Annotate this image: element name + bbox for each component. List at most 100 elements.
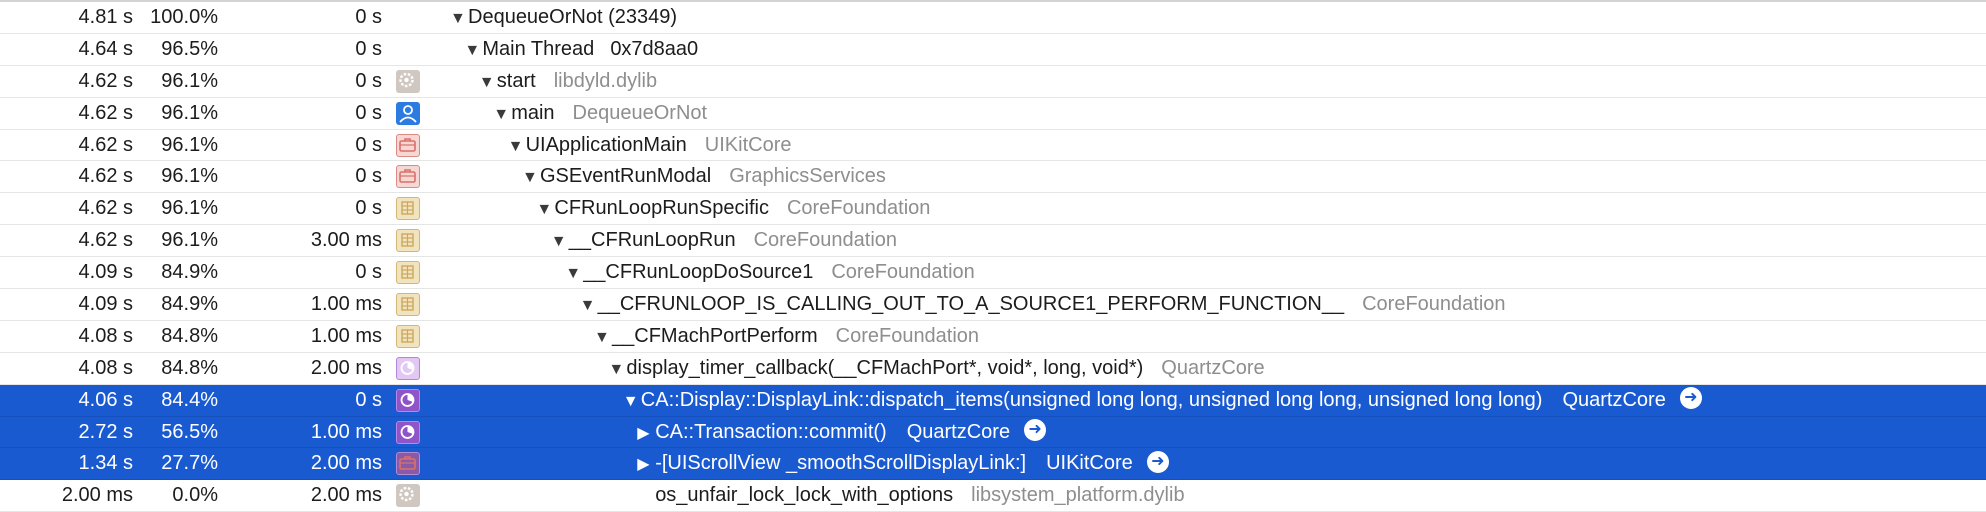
symbol-name: UIApplicationMain [525, 133, 687, 156]
percent-cell: 84.8% [161, 356, 218, 379]
symbol-name: DequeueOrNot (23349) [468, 6, 678, 28]
disclosure-expanded-icon[interactable]: ▼ [450, 10, 466, 27]
disclosure-expanded-icon[interactable]: ▼ [608, 360, 625, 378]
disclosure-expanded-icon[interactable]: ▼ [550, 233, 567, 251]
weight-cell: 4.64 s [78, 37, 133, 60]
symbol-name: main [511, 101, 555, 124]
call-tree-row[interactable]: 2.72 s 56.5% 1.00 ms ▶ CA::Transaction::comm… [0, 416, 1986, 449]
self-weight-cell: 3.00 ms [310, 229, 382, 252]
grid-icon [396, 324, 420, 348]
library-name: DequeueOrNot [572, 101, 708, 124]
library-name: GraphicsServices [729, 165, 886, 188]
library-name: CoreFoundation [753, 229, 898, 252]
focus-arrow-icon[interactable]: ➜ [1024, 419, 1047, 442]
weight-cell: 4.81 s [78, 6, 133, 28]
percent-cell: 84.9% [161, 293, 218, 316]
disclosure-expanded-icon[interactable]: ▼ [622, 392, 639, 410]
gear-icon [396, 484, 420, 508]
self-weight-cell: 0 s [355, 197, 382, 220]
percent-cell: 84.4% [161, 388, 218, 411]
percent-cell: 84.8% [161, 324, 218, 347]
symbol-name: CFRunLoopRunSpecific [554, 197, 769, 220]
focus-arrow-icon[interactable]: ➜ [1146, 451, 1169, 474]
percent-cell: 100.0% [150, 6, 218, 28]
grid-icon [396, 261, 420, 285]
weight-cell: 4.62 s [78, 229, 133, 252]
percent-cell: 84.9% [161, 261, 218, 284]
library-name: QuartzCore [1562, 388, 1666, 411]
disclosure-collapsed-icon[interactable]: ▶ [637, 456, 650, 474]
weight-cell: 4.62 s [78, 197, 133, 220]
symbol-name: -[UIScrollView _smoothScrollDisplayLink:… [655, 452, 1027, 475]
percent-cell: 96.1% [161, 69, 218, 92]
weight-cell: 4.09 s [78, 261, 133, 284]
briefcase-icon [396, 452, 420, 476]
pie-icon [396, 420, 420, 444]
grid-icon [396, 229, 420, 253]
weight-cell: 4.62 s [78, 101, 133, 124]
symbol-cell: ▼GSEventRunModal GraphicsServices [522, 161, 886, 193]
library-name: CoreFoundation [831, 261, 975, 284]
self-weight-cell: 2.00 ms [310, 452, 382, 475]
thread-id: 0x7d8aa0 [610, 37, 699, 60]
self-weight-cell: 0 s [355, 101, 382, 124]
self-weight-cell: 1.00 ms [310, 293, 382, 316]
disclosure-collapsed-icon[interactable]: ▶ [637, 424, 650, 442]
percent-cell: 56.5% [161, 420, 218, 443]
call-tree-row[interactable]: 4.81 s 100.0% 0 s ▼DequeueOrNot (23349) [0, 2, 1986, 34]
symbol-name: start [496, 69, 536, 92]
library-name: QuartzCore [1161, 356, 1265, 379]
disclosure-expanded-icon[interactable]: ▼ [536, 201, 553, 219]
symbol-cell: ▼__CFRUNLOOP_IS_CALLING_OUT_TO_A_SOURCE1… [580, 289, 1506, 321]
disclosure-expanded-icon[interactable]: ▼ [579, 297, 596, 315]
disclosure-expanded-icon[interactable]: ▼ [493, 105, 510, 123]
library-name: UIKitCore [1046, 452, 1133, 475]
focus-arrow-icon[interactable]: ➜ [1679, 387, 1702, 410]
disclosure-expanded-icon[interactable]: ▼ [507, 137, 524, 155]
weight-cell: 2.72 s [78, 420, 133, 443]
symbol-name: GSEventRunModal [540, 165, 712, 188]
symbol-name: CA::Display::DisplayLink::dispatch_items… [640, 388, 1543, 411]
pie-icon [396, 388, 420, 412]
self-weight-cell: 0 s [355, 165, 382, 188]
self-weight-cell: 1.00 ms [310, 420, 382, 443]
symbol-name: CA::Transaction::commit() [655, 420, 887, 443]
symbol-name: __CFRUNLOOP_IS_CALLING_OUT_TO_A_SOURCE1_… [597, 293, 1345, 316]
disclosure-expanded-icon[interactable]: ▼ [522, 169, 538, 187]
symbol-name: Main Thread [482, 37, 595, 60]
disclosure-expanded-icon[interactable]: ▼ [464, 41, 481, 59]
disclosure-expanded-icon[interactable]: ▼ [478, 73, 495, 91]
library-name: QuartzCore [906, 420, 1011, 443]
self-weight-cell: 0 s [355, 6, 382, 28]
self-weight-cell: 0 s [355, 261, 382, 284]
disclosure-expanded-icon[interactable]: ▼ [565, 265, 582, 283]
symbol-cell: ▼CA::Display::DisplayLink::dispatch_item… [623, 385, 1702, 417]
symbol-cell: ▼Main Thread 0x7d8aa0 [464, 34, 698, 66]
library-name: CoreFoundation [786, 197, 931, 220]
symbol-cell: ▼CFRunLoopRunSpecific CoreFoundation [536, 193, 930, 225]
disclosure-expanded-icon[interactable]: ▼ [594, 328, 610, 346]
self-weight-cell: 2.00 ms [310, 484, 382, 507]
percent-cell: 96.5% [161, 37, 218, 60]
weight-cell: 4.06 s [78, 388, 133, 411]
symbol-cell: ▼main DequeueOrNot [493, 98, 707, 130]
self-weight-cell: 2.00 ms [310, 356, 382, 379]
